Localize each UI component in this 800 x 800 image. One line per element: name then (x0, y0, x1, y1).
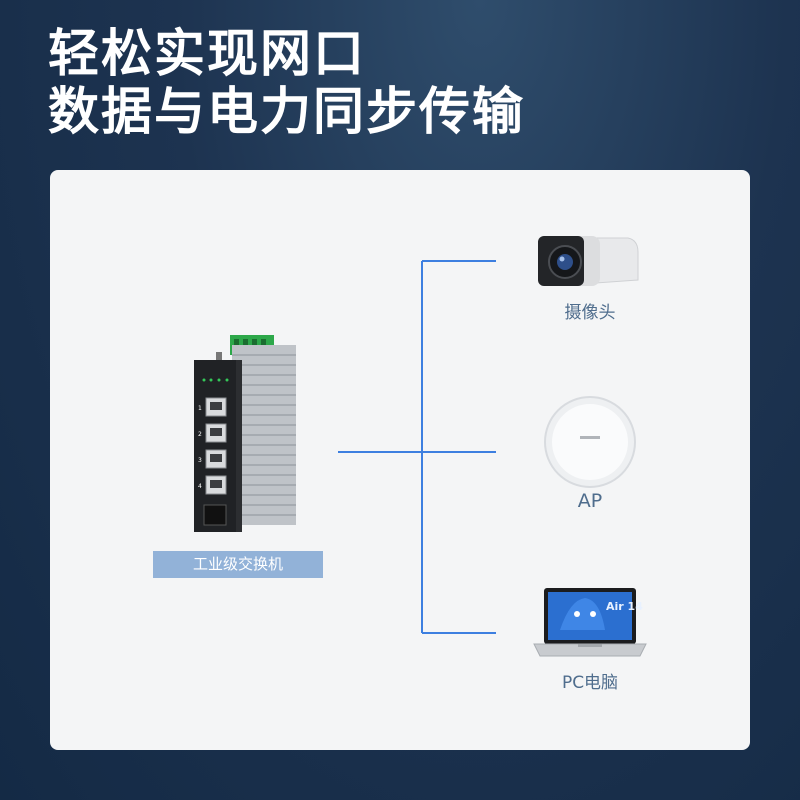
laptop-screen-text: Air 14 (606, 600, 643, 613)
svg-text:2: 2 (198, 431, 202, 438)
laptop-icon: Air 14 (533, 588, 647, 657)
connection-lines (338, 260, 496, 634)
headline-line-1: 轻松实现网口 (48, 25, 367, 84)
svg-text:1: 1 (198, 405, 202, 412)
camera-label: 摄像头 (564, 303, 616, 323)
port-numbers: 1 2 3 4 (198, 405, 202, 490)
switch-device-icon (194, 335, 296, 532)
switch-label-tag: 工业级交换机 (153, 551, 323, 578)
pc-label: PC电脑 (561, 673, 619, 693)
svg-text:4: 4 (198, 483, 202, 490)
access-point-icon (544, 396, 636, 488)
svg-text:3: 3 (198, 457, 202, 464)
headline: 轻松实现网口 数据与电力同步传输 (48, 26, 525, 142)
camera-icon (538, 236, 639, 286)
ap-label: AP (577, 490, 603, 512)
headline-line-2: 数据与电力同步传输 (48, 83, 526, 142)
